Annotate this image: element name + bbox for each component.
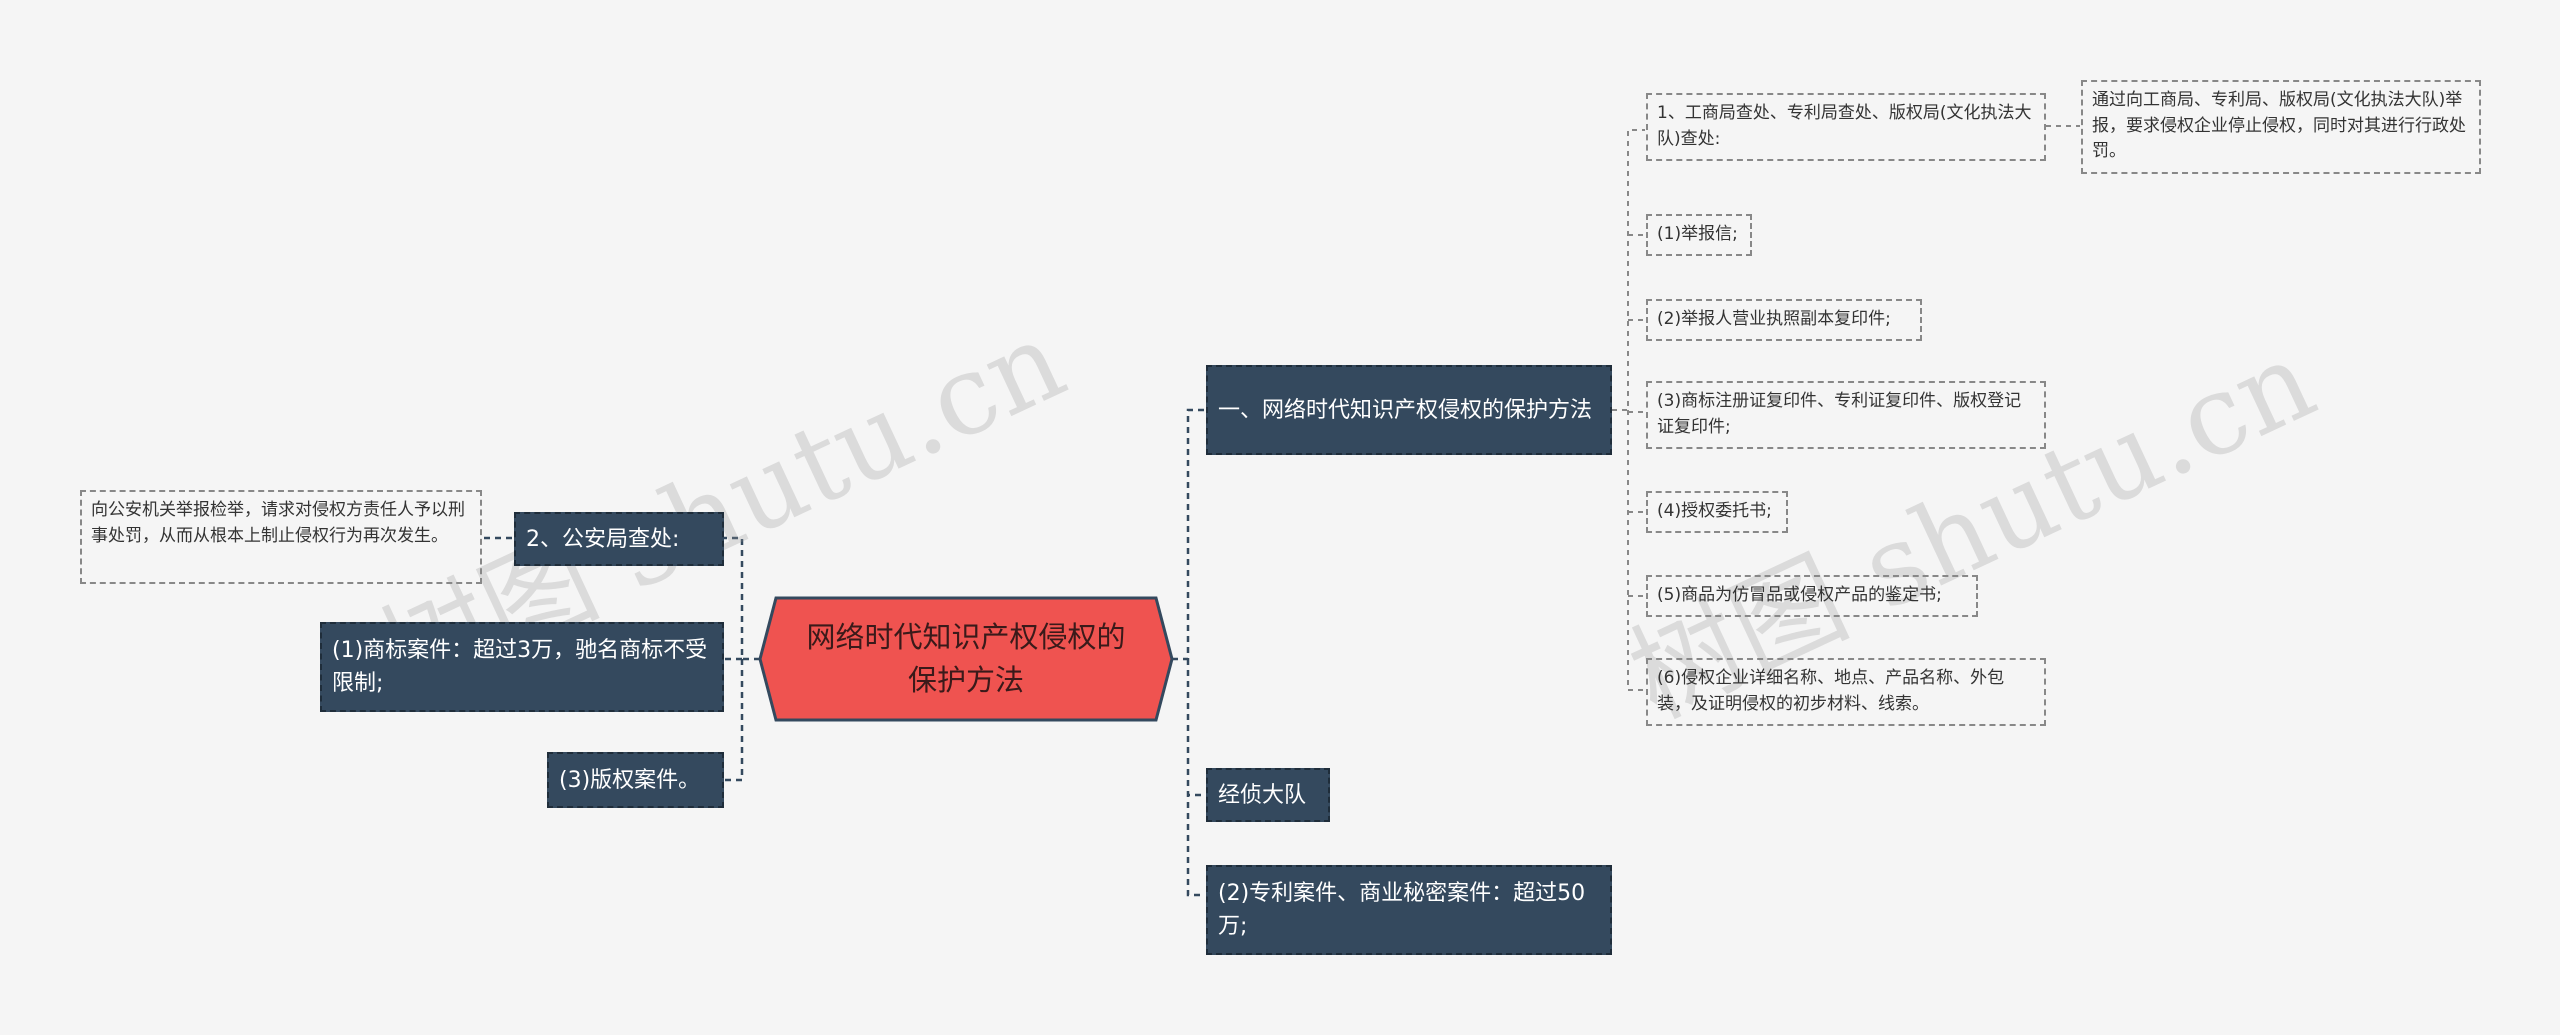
branch-trademark-cases[interactable]: (1)商标案件：超过3万，驰名商标不受限制; bbox=[320, 622, 724, 712]
leaf-appraisal-report[interactable]: (5)商品为仿冒品或侵权产品的鉴定书; bbox=[1646, 575, 1978, 617]
branch-copyright-cases[interactable]: (3)版权案件。 bbox=[547, 752, 724, 808]
leaf-label: 向公安机关举报检举，请求对侵权方责任人予以刑事处罚，从而从根本上制止侵权行为再次… bbox=[91, 500, 465, 546]
leaf-label: (2)举报人营业执照副本复印件; bbox=[1657, 309, 1891, 329]
branch-label: (1)商标案件：超过3万，驰名商标不受限制; bbox=[332, 638, 708, 696]
branch-economic-investigation[interactable]: 经侦大队 bbox=[1206, 768, 1330, 822]
leaf-label: (1)举报信; bbox=[1657, 224, 1738, 244]
leaf-label: (5)商品为仿冒品或侵权产品的鉴定书; bbox=[1657, 585, 1942, 605]
connector-branch1-children bbox=[1612, 129, 1645, 691]
branch-protection-methods[interactable]: 一、网络时代知识产权侵权的保护方法 bbox=[1206, 365, 1612, 455]
branch-label: 2、公安局查处: bbox=[526, 526, 680, 552]
leaf-label: 1、工商局查处、专利局查处、版权局(文化执法大队)查处: bbox=[1657, 103, 2032, 149]
root-node[interactable]: 网络时代知识产权侵权的保护方法 bbox=[760, 598, 1172, 720]
branch-label: 经侦大队 bbox=[1218, 782, 1307, 808]
leaf-admin-handling[interactable]: 1、工商局查处、专利局查处、版权局(文化执法大队)查处: bbox=[1646, 93, 2046, 161]
connector-root-right bbox=[1172, 408, 1205, 897]
branch-public-security[interactable]: 2、公安局查处: bbox=[514, 512, 724, 566]
branch-patent-cases[interactable]: (2)专利案件、商业秘密案件：超过50万; bbox=[1206, 865, 1612, 955]
root-node-label: 网络时代知识产权侵权的保护方法 bbox=[806, 619, 1126, 698]
leaf-criminal-report[interactable]: 向公安机关举报检举，请求对侵权方责任人予以刑事处罚，从而从根本上制止侵权行为再次… bbox=[80, 490, 482, 584]
leaf-label: (3)商标注册证复印件、专利证复印件、版权登记证复印件; bbox=[1657, 391, 2022, 437]
leaf-label: 通过向工商局、专利局、版权局(文化执法大队)举报，要求侵权企业停止侵权，同时对其… bbox=[2092, 90, 2466, 161]
leaf-label: (6)侵权企业详细名称、地点、产品名称、外包装，及证明侵权的初步材料、线索。 bbox=[1657, 668, 2005, 714]
branch-label: 一、网络时代知识产权侵权的保护方法 bbox=[1218, 397, 1593, 423]
leaf-infringer-details[interactable]: (6)侵权企业详细名称、地点、产品名称、外包装，及证明侵权的初步材料、线索。 bbox=[1646, 658, 2046, 726]
leaf-certificates[interactable]: (3)商标注册证复印件、专利证复印件、版权登记证复印件; bbox=[1646, 381, 2046, 449]
leaf-label: (4)授权委托书; bbox=[1657, 501, 1772, 521]
connector-root-left bbox=[724, 536, 760, 782]
leaf-power-of-attorney[interactable]: (4)授权委托书; bbox=[1646, 491, 1788, 533]
branch-label: (3)版权案件。 bbox=[559, 767, 701, 793]
leaf-report-letter[interactable]: (1)举报信; bbox=[1646, 214, 1752, 256]
leaf-admin-handling-detail[interactable]: 通过向工商局、专利局、版权局(文化执法大队)举报，要求侵权企业停止侵权，同时对其… bbox=[2081, 80, 2481, 174]
leaf-business-license[interactable]: (2)举报人营业执照副本复印件; bbox=[1646, 299, 1922, 341]
branch-label: (2)专利案件、商业秘密案件：超过50万; bbox=[1218, 881, 1586, 939]
